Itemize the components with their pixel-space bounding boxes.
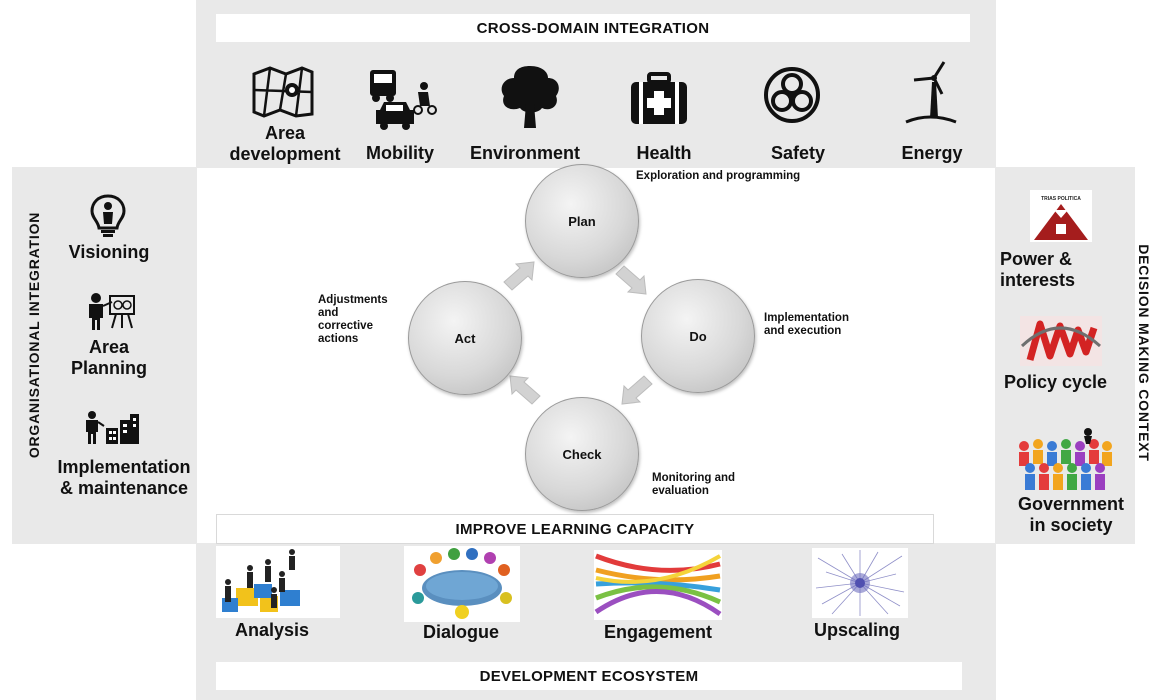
trias-politica-text: TRIAS POLITICA: [1041, 196, 1081, 202]
power-interests-label: Power & interests: [1000, 249, 1076, 290]
area-planning-label: Area Planning: [71, 337, 147, 378]
upscaling-image: [812, 548, 908, 618]
energy-label: Energy: [901, 143, 963, 163]
check-circle: Check: [525, 397, 639, 511]
do-note: Implementation and execution: [764, 312, 849, 337]
check-note: Monitoring and evaluation: [652, 472, 736, 497]
plan-note: Exploration and programming: [636, 170, 801, 182]
wind-turbine-icon: [905, 61, 957, 124]
act-circle: Act: [408, 281, 522, 395]
learning-title: IMPROVE LEARNING CAPACITY: [216, 514, 934, 544]
vehicles-icon: [370, 70, 437, 130]
trias-politica-image: [1030, 190, 1092, 242]
implementation-maintenance-label: Implementation & maintenance: [57, 457, 191, 498]
government-in-society-label: Government in society: [1017, 494, 1125, 535]
cross-domain-title: CROSS-DOMAIN INTEGRATION: [216, 14, 970, 42]
engagement-label: Engagement: [603, 622, 713, 642]
policy-cycle-image: [1020, 316, 1102, 366]
arrow-do-to-check: [621, 375, 653, 405]
upscaling-label: Upscaling: [813, 620, 901, 640]
organisational-panel: [12, 167, 197, 544]
area-development-label: Area development: [229, 123, 341, 164]
biohazard-icon: [764, 67, 820, 123]
engagement-image: [594, 550, 722, 620]
lightbulb-person-icon: [90, 194, 126, 237]
presenter-icon: [89, 293, 135, 330]
arrow-check-to-act: [509, 375, 541, 405]
person-buildings-icon: [86, 411, 139, 444]
tree-icon: [501, 66, 559, 128]
arrow-act-to-plan: [503, 261, 535, 291]
analysis-label: Analysis: [234, 620, 310, 640]
safety-label: Safety: [770, 143, 826, 163]
government-in-society-image: [1019, 428, 1112, 490]
first-aid-kit-icon: [631, 72, 687, 124]
health-label: Health: [636, 143, 692, 163]
arrow-plan-to-do: [615, 265, 647, 295]
analysis-image: [216, 546, 340, 618]
dialogue-image: [404, 546, 520, 622]
policy-cycle-label: Policy cycle: [1004, 372, 1108, 392]
ecosystem-title: DEVELOPMENT ECOSYSTEM: [216, 662, 962, 690]
visioning-label: Visioning: [68, 242, 150, 262]
environment-label: Environment: [469, 143, 580, 163]
do-circle: Do: [641, 279, 755, 393]
map-icon: [252, 66, 314, 118]
act-note: Adjustments and corrective actions: [318, 294, 388, 345]
dialogue-label: Dialogue: [422, 622, 499, 642]
mobility-label: Mobility: [366, 143, 434, 163]
plan-circle: Plan: [525, 164, 639, 278]
